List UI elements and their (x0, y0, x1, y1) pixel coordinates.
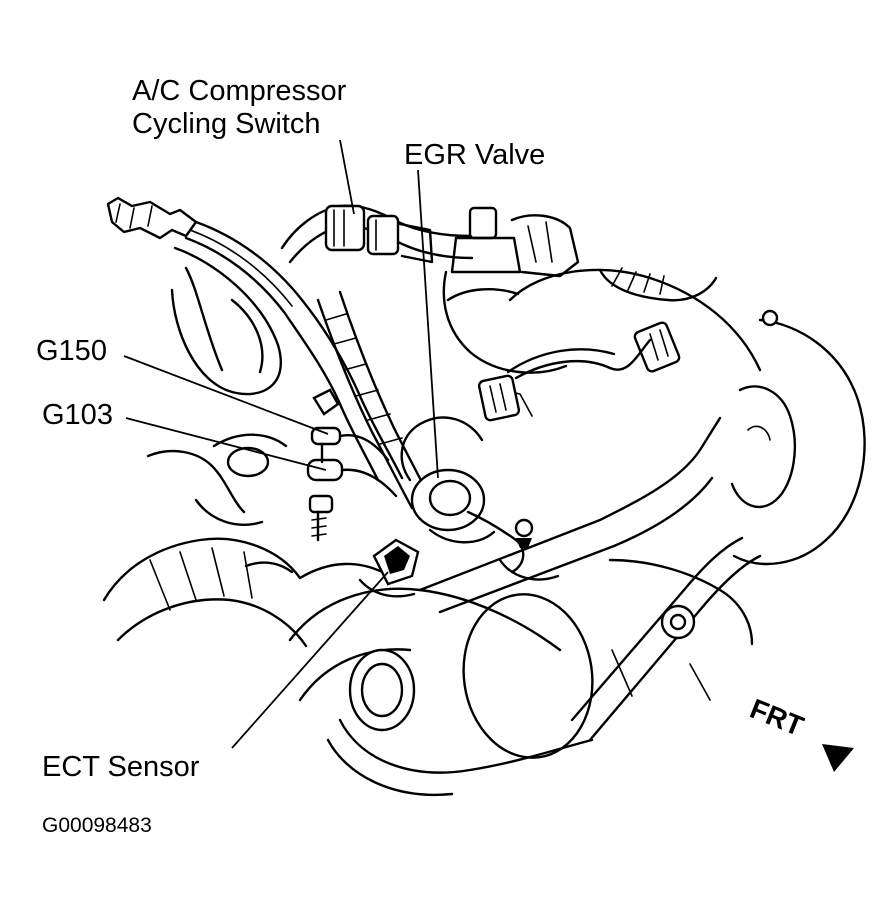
g150-leader-line (123, 355, 329, 435)
air-cleaner-housing (170, 246, 283, 396)
engine-illustration (102, 196, 866, 797)
ac-compressor-label-line2: Cycling Switch (132, 108, 321, 140)
ect-sensor-connector (358, 538, 420, 598)
g103-leader-line (125, 417, 327, 471)
egr-valve-body (442, 206, 580, 417)
ect-sensor-label: ECT Sensor (42, 751, 200, 783)
wiring-harness (316, 290, 432, 510)
g103-label: G103 (42, 399, 113, 431)
front-direction-indicator: FRT (746, 693, 854, 772)
callout-leaders (123, 139, 439, 749)
ect-sensor-leader-line (231, 571, 389, 749)
triangle-arrow-icon (822, 744, 854, 772)
egr-valve-label: EGR Valve (404, 139, 545, 171)
fuel-line-hose (106, 196, 404, 482)
egr-gasket-and-harness (400, 416, 525, 574)
front-direction-label: FRT (746, 693, 808, 742)
ac-compressor-label-line1: A/C Compressor (132, 75, 347, 107)
ac-switch-leader-line (339, 139, 355, 215)
throttle-body (508, 267, 866, 566)
figure-id-label: G00098483 (42, 814, 152, 837)
intake-lower-block (102, 433, 388, 648)
ground-studs (306, 388, 398, 542)
callout-labels: A/C Compressor Cycling Switch EGR Valve … (36, 75, 545, 837)
belt-and-pulleys (244, 416, 762, 797)
ac-cycling-switch-assembly (280, 204, 474, 264)
g150-label: G150 (36, 335, 107, 367)
electrical-connectors (477, 321, 681, 422)
egr-valve-leader-line (417, 169, 439, 479)
